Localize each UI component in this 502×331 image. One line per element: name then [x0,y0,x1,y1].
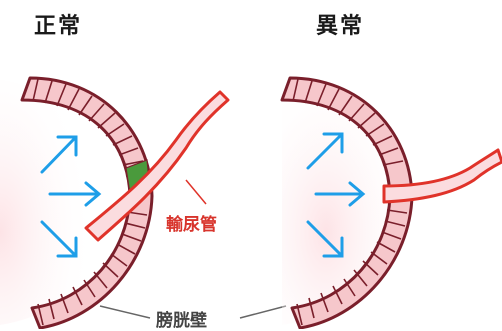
leader-bladder-right [240,306,286,318]
label-ureter: 輸尿管 [166,210,217,235]
abnormal-panel [282,78,502,328]
leader-bladder-left [100,306,150,318]
leader-ureter [186,180,206,204]
label-bladder-wall: 膀胱壁 [156,306,207,331]
normal-panel [0,78,228,328]
